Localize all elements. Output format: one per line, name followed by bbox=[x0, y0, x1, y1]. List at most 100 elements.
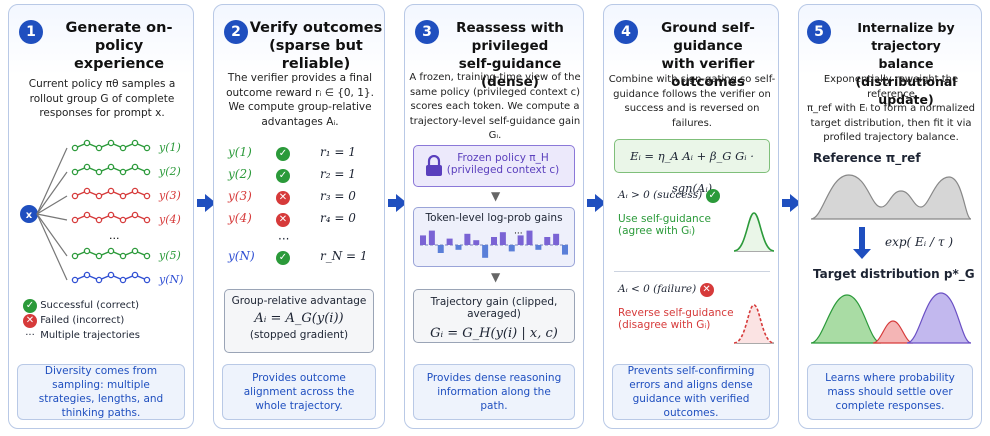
panel-4-body-line: success and is reversed on failures. bbox=[624, 103, 760, 129]
step-number-3: 3 bbox=[415, 20, 439, 44]
token-gain-bar bbox=[455, 245, 462, 250]
token-gains-box: Token-level log-prob gains ··· bbox=[413, 207, 575, 267]
row-traj: y(N) bbox=[228, 249, 255, 263]
cross-icon: ✕ bbox=[699, 283, 714, 297]
legend-fail-label: Failed (incorrect) bbox=[40, 315, 125, 326]
panel-4-title: Ground self-guidance with verifier outco… bbox=[636, 19, 778, 91]
token-node bbox=[119, 216, 127, 224]
fail-note: (disagree with Gᵢ) bbox=[618, 319, 711, 331]
step-number-1: 1 bbox=[19, 20, 43, 44]
panel-verify: 2 Verify outcomes (sparse but reliable) … bbox=[213, 4, 385, 429]
branch-arrow bbox=[36, 171, 68, 215]
token-node bbox=[143, 216, 151, 224]
panel-1-body-line: Current policy πθ samples a bbox=[28, 78, 176, 90]
frozen-policy-label: Frozen policy π_H bbox=[457, 152, 549, 164]
reward-table: y(1)✓r₁ = 1 y(2)✓r₂ = 1 y(3)✕r₃ = 0 y(4)… bbox=[228, 145, 378, 271]
panel-1-title-line2: experience bbox=[73, 56, 165, 72]
down-arrow-icon: ▼ bbox=[491, 189, 501, 203]
token-node bbox=[71, 168, 79, 176]
token-node bbox=[83, 139, 91, 147]
row-traj: y(2) bbox=[228, 167, 252, 181]
panel-2-body-line: We compute group-relative bbox=[228, 101, 372, 113]
panel-5-body-line: profiled trajectory balance. bbox=[823, 132, 959, 143]
token-node bbox=[119, 144, 127, 152]
token-node bbox=[143, 252, 151, 260]
cross-icon: ✕ bbox=[276, 191, 290, 205]
combined-formula-box: Eᵢ = η_A Aᵢ + β_G Gᵢ · sgn(Aᵢ) bbox=[614, 139, 770, 195]
token-node bbox=[119, 192, 127, 200]
branch-arrow bbox=[36, 213, 68, 281]
token-node bbox=[119, 276, 127, 284]
frozen-policy-context: (privileged context c) bbox=[446, 164, 560, 176]
target-label: Target distribution p*_G bbox=[813, 267, 975, 281]
panel-1-body-line: rollout group G of complete bbox=[29, 92, 175, 105]
check-icon: ✓ bbox=[705, 189, 720, 203]
token-node bbox=[83, 211, 91, 219]
step-number-5: 5 bbox=[807, 20, 831, 44]
panel-5-footer: Learns where probability mass should set… bbox=[807, 364, 973, 420]
panel-2-title-line1: Verify outcomes bbox=[249, 20, 383, 36]
token-node bbox=[71, 144, 79, 152]
token-node bbox=[71, 192, 79, 200]
check-icon: ✓ bbox=[276, 147, 290, 161]
token-node bbox=[107, 163, 115, 171]
row-reward: r₂ = 1 bbox=[320, 167, 356, 181]
flow-arrow-1 bbox=[197, 194, 216, 212]
token-node bbox=[107, 271, 115, 279]
panel-5-body-line: target distribution, then fit it via bbox=[810, 117, 972, 129]
panel-2-body: The verifier provides a final outcome re… bbox=[218, 71, 382, 129]
trajectory-gain-box: Trajectory gain (clipped, averaged) Gᵢ =… bbox=[413, 289, 575, 343]
branch-arrow bbox=[36, 213, 68, 257]
panel-2-body-line: The verifier provides a final bbox=[227, 72, 373, 84]
row-traj: y(4) bbox=[228, 211, 252, 225]
step-number-4: 4 bbox=[614, 20, 638, 44]
success-note: (agree with Gᵢ) bbox=[618, 225, 696, 237]
reward-row: y(1)✓r₁ = 1 bbox=[228, 145, 378, 167]
advantage-formula: Aᵢ = A_G(y(i)) bbox=[254, 311, 344, 326]
token-gain-bar bbox=[464, 233, 471, 245]
panel-3-body-line: same policy (privileged context c) bbox=[409, 86, 581, 98]
target-mode-red bbox=[872, 320, 914, 344]
ellipsis-icon: ··· bbox=[25, 330, 35, 341]
token-node bbox=[107, 211, 115, 219]
panel-5-body-line: π_ref with Eᵢ to form a normalized bbox=[806, 103, 976, 114]
token-gain-bars: ··· bbox=[420, 229, 568, 258]
panel-3-body-line: A frozen, training-time view of the bbox=[409, 72, 581, 83]
panel-3-title-line2: self-guidance (dense) bbox=[458, 56, 562, 90]
branch-arrow bbox=[36, 195, 68, 215]
panel-internalize: 5 Internalize by trajectory balance (dis… bbox=[798, 4, 982, 429]
trajectory-ellipsis: ··· bbox=[109, 232, 120, 245]
target-mode-purple bbox=[906, 292, 972, 344]
token-gain-bar bbox=[526, 230, 533, 245]
token-node bbox=[95, 216, 103, 224]
panel-ground: 4 Ground self-guidance with verifier out… bbox=[603, 4, 779, 429]
panel-3-body-line: trajectory-level self-guidance gain Gᵢ. bbox=[409, 115, 581, 142]
panel-4-body: Combine with sign-gating so self- guidan… bbox=[606, 73, 778, 131]
trajectory-label: y(2) bbox=[158, 165, 181, 178]
token-node bbox=[143, 276, 151, 284]
step-number-2: 2 bbox=[224, 20, 248, 44]
token-node bbox=[131, 211, 139, 219]
reference-distribution bbox=[810, 174, 972, 220]
token-node bbox=[131, 187, 139, 195]
flow-arrow-4 bbox=[782, 194, 801, 212]
row-reward: r₃ = 0 bbox=[320, 189, 356, 203]
trajectory-label: y(N) bbox=[158, 273, 183, 286]
prompt-node bbox=[20, 205, 38, 223]
token-node bbox=[95, 144, 103, 152]
flow-arrow-2 bbox=[388, 194, 407, 212]
success-head: Aᵢ > 0 (success) ✓ bbox=[618, 189, 768, 203]
panel-3-body: A frozen, training-time view of the same… bbox=[407, 71, 583, 144]
section-divider bbox=[614, 271, 770, 272]
row-reward: r₄ = 0 bbox=[320, 211, 356, 225]
panel-2-body-line: outcome reward rᵢ ∈ {0, 1}. bbox=[226, 86, 374, 99]
lock-icon bbox=[426, 155, 442, 176]
reward-row: y(2)✓r₂ = 1 bbox=[228, 167, 378, 189]
token-node bbox=[107, 187, 115, 195]
panel-2-title: Verify outcomes (sparse but reliable) bbox=[248, 19, 384, 73]
panel-4-title-line2: with verifier outcomes bbox=[661, 56, 755, 90]
token-node bbox=[131, 271, 139, 279]
exp-label: exp( Eᵢ / τ ) bbox=[885, 235, 954, 249]
token-gain-bar bbox=[428, 230, 435, 245]
fail-action: Reverse self-guidance bbox=[618, 307, 734, 319]
